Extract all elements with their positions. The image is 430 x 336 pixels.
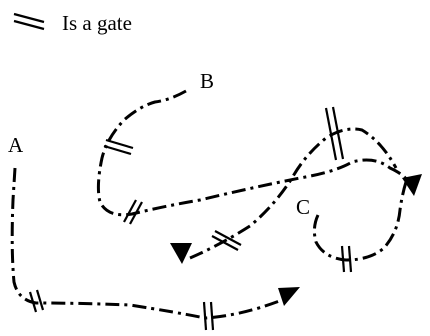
legend-text: Is a gate — [62, 11, 132, 35]
gate-c-bottom — [340, 245, 353, 273]
path-c-arrowhead — [170, 243, 192, 264]
gate-b-lower — [123, 199, 143, 225]
legend: Is a gate — [13, 11, 132, 35]
path-c-upper — [189, 127, 398, 260]
label-b: B — [200, 69, 214, 93]
gate-a-bottom-right — [202, 301, 215, 331]
path-c-loop — [312, 181, 408, 262]
path-a-arrowhead — [278, 287, 300, 306]
gate-top-right — [324, 106, 345, 161]
gate-b-upper — [103, 138, 134, 156]
gate-middle — [211, 230, 242, 251]
path-b-arrowhead — [402, 174, 422, 196]
label-c: C — [296, 195, 310, 219]
legend-gate-icon — [13, 12, 45, 31]
gate-a-bottom-left — [28, 289, 45, 313]
path-b — [96, 89, 410, 217]
label-a: A — [8, 133, 24, 157]
